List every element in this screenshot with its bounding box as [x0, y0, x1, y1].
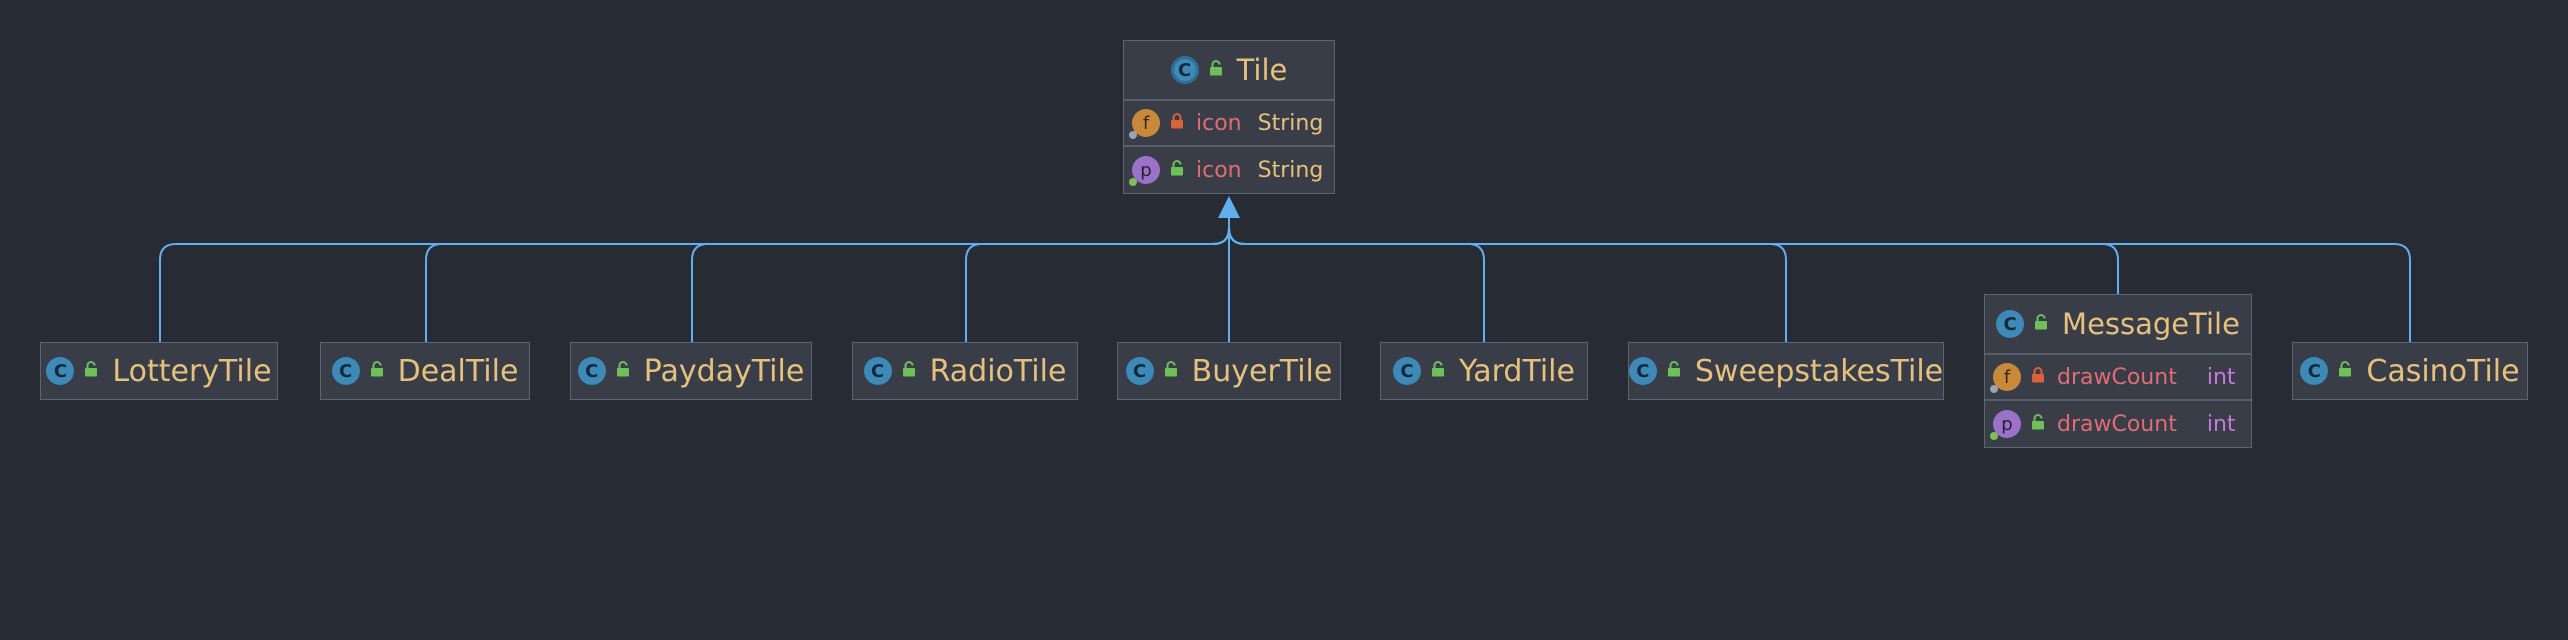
class-name: RadioTile [929, 353, 1067, 389]
class-node-paydaytile[interactable]: C PaydayTile [570, 342, 812, 400]
inheritance-edge-dealtile [425, 227, 1230, 342]
class-icon-letter: C [1636, 360, 1650, 382]
class-icon-letter: C [1133, 360, 1147, 382]
class-name: MessageTile [2062, 307, 2240, 341]
class-icon: C [1628, 357, 1657, 385]
member-type: String [1257, 110, 1324, 136]
class-icon-letter: C [1178, 59, 1192, 81]
inheritance-edge-yardtile [1228, 227, 1485, 342]
class-header: C PaydayTile [571, 343, 811, 399]
class-node-messagetile[interactable]: C MessageTile f drawCount int p drawCount int [1984, 294, 2252, 448]
class-node-buyertile[interactable]: C BuyerTile [1117, 342, 1341, 400]
public-visibility-icon [606, 361, 630, 381]
class-header: C SweepstakesTile [1628, 343, 1944, 399]
field-icon: f [1129, 109, 1160, 139]
class-node-casinotile[interactable]: C CasinoTile [2292, 342, 2528, 400]
class-icon: C [1125, 357, 1154, 385]
inheritance-edge-messagetile [1228, 227, 2119, 294]
property-icon: p [1129, 156, 1160, 186]
public-lock-icon [1160, 160, 1184, 180]
member-name: icon [1196, 157, 1242, 183]
field-icon: f [1990, 363, 2021, 393]
class-header: C YardTile [1381, 343, 1587, 399]
class-node-yardtile[interactable]: C YardTile [1380, 342, 1588, 400]
class-node-sweepstakestile[interactable]: C SweepstakesTile [1628, 342, 1944, 400]
class-name: YardTile [1459, 353, 1575, 389]
class-name: BuyerTile [1191, 353, 1333, 389]
inheritance-edge-casinotile [1228, 227, 2411, 342]
public-visibility-icon [1154, 361, 1178, 381]
member-kind-letter: p [1140, 159, 1152, 181]
inheritance-edge-sweepstakestile [1228, 227, 1787, 342]
public-visibility-icon [2024, 314, 2048, 334]
member-kind-letter: f [1142, 112, 1150, 134]
class-icon-letter: C [1400, 360, 1414, 382]
class-icon-letter: C [2307, 360, 2321, 382]
field-row[interactable]: f drawCount int [1985, 355, 2251, 401]
class-icon: C [1170, 56, 1199, 84]
public-visibility-icon [1199, 60, 1223, 80]
public-lock-icon [2021, 414, 2045, 434]
class-icon: C [863, 357, 892, 385]
class-name: Tile [1236, 53, 1288, 87]
class-icon: C [577, 357, 606, 385]
class-icon-letter: C [338, 360, 353, 382]
class-name: LotteryTile [112, 353, 272, 389]
class-icon-letter: C [870, 360, 885, 382]
private-lock-icon [2021, 367, 2045, 387]
generalization-arrowhead [1218, 196, 1240, 218]
class-header: C LotteryTile [41, 343, 277, 399]
field-row[interactable]: f icon String [1124, 101, 1334, 147]
class-header: C BuyerTile [1118, 343, 1340, 399]
class-node-dealtile[interactable]: C DealTile [320, 342, 530, 400]
property-row[interactable]: p drawCount int [1985, 401, 2251, 447]
class-icon: C [1393, 357, 1422, 385]
member-type: int [2206, 411, 2236, 437]
member-kind-letter: f [2003, 366, 2011, 388]
public-visibility-icon [2328, 361, 2352, 381]
public-visibility-icon [360, 361, 384, 381]
class-header: C Tile [1124, 41, 1334, 101]
class-icon-letter: C [2003, 313, 2017, 335]
class-node-radiotile[interactable]: C RadioTile [852, 342, 1078, 400]
inheritance-edge-radiotile [965, 227, 1230, 342]
class-icon: C [46, 357, 75, 385]
public-visibility-icon [74, 361, 98, 381]
member-kind-letter: p [2001, 413, 2013, 435]
class-name: PaydayTile [643, 353, 805, 389]
member-type: String [1257, 157, 1324, 183]
class-node-lotterytile[interactable]: C LotteryTile [40, 342, 278, 400]
class-name: DealTile [397, 353, 519, 389]
class-icon: C [331, 357, 360, 385]
inheritance-edge-paydaytile [691, 227, 1230, 342]
class-name: SweepstakesTile [1694, 353, 1944, 389]
member-name: icon [1196, 110, 1242, 136]
member-type: int [2206, 364, 2236, 390]
public-visibility-icon [1657, 361, 1681, 381]
member-name: drawCount [2057, 411, 2177, 437]
private-lock-icon [1160, 113, 1184, 133]
class-header: C RadioTile [853, 343, 1077, 399]
public-visibility-icon [1421, 361, 1445, 381]
class-header: C MessageTile [1985, 295, 2251, 355]
member-name: drawCount [2057, 364, 2177, 390]
class-icon-letter: C [585, 360, 599, 382]
class-icon: C [1996, 310, 2025, 338]
inheritance-edge-lotterytile [159, 227, 1230, 342]
property-icon: p [1990, 410, 2021, 440]
class-name: CasinoTile [2366, 353, 2520, 389]
class-header: C CasinoTile [2293, 343, 2527, 399]
property-row[interactable]: p icon String [1124, 147, 1334, 193]
class-icon-letter: C [53, 360, 68, 382]
class-header: C DealTile [321, 343, 529, 399]
public-visibility-icon [892, 361, 916, 381]
class-icon: C [2300, 357, 2329, 385]
